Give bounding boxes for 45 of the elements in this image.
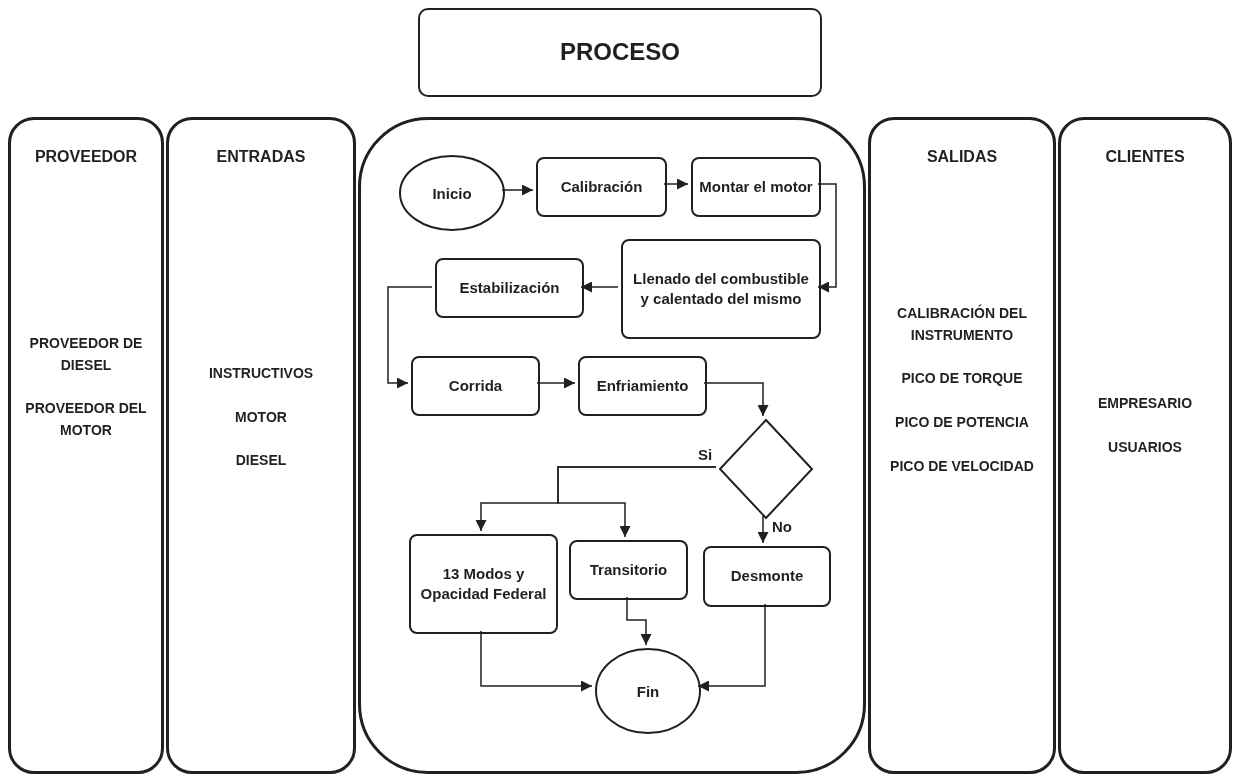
arrow [387, 286, 433, 389]
arrow [580, 281, 619, 293]
process-box: 13 Modos y Opacidad Federal [409, 534, 558, 634]
list-item: EMPRESARIO [1096, 394, 1194, 413]
list-item: USUARIOS [1107, 437, 1183, 457]
edge-label: Si [697, 446, 714, 463]
arrow [817, 183, 837, 293]
list-item: INSTRUCTIVOS [207, 364, 315, 383]
column-panel [8, 117, 164, 774]
arrow [626, 596, 652, 646]
process-box: Llenado del combustible y calentado del mismo [621, 239, 821, 339]
list-item: PROVEEDOR DEL MOTOR [24, 399, 148, 441]
arrow [703, 382, 769, 417]
column-heading: CLIENTES [1104, 148, 1186, 166]
process-box: Enfriamiento [578, 356, 707, 416]
column-panel [868, 117, 1056, 774]
process-box: Desmonte [703, 546, 831, 607]
arrow [757, 515, 769, 544]
list-item: CALIBRACIÓN DEL INSTRUMENTO [896, 303, 1028, 345]
terminal-label: Fin [636, 682, 660, 700]
process-panel [358, 117, 866, 774]
arrow [536, 377, 576, 389]
arrow [557, 466, 717, 538]
arrow [480, 630, 593, 692]
terminal-label: Inicio [432, 184, 472, 202]
process-box: Estabilización [435, 258, 584, 318]
title-box: PROCESO [418, 8, 822, 97]
list-item: PICO DE TORQUE [900, 369, 1024, 389]
arrow [501, 184, 534, 196]
column-heading: PROVEEDOR [33, 148, 139, 166]
column-panel [1058, 117, 1232, 774]
process-box: Transitorio [569, 540, 688, 600]
process-box: Montar el motor [691, 157, 821, 217]
list-item: MOTOR [234, 407, 288, 427]
column-heading: ENTRADAS [215, 148, 307, 166]
column-heading: SALIDAS [925, 148, 999, 166]
arrow [697, 603, 766, 692]
list-item: PROVEEDOR DE DIESEL [28, 334, 144, 375]
process-box: Calibración [536, 157, 667, 217]
process-box: Corrida [411, 356, 540, 416]
list-item: PICO DE POTENCIA [894, 413, 1030, 433]
arrow [663, 178, 689, 190]
list-item: DIESEL [234, 451, 288, 471]
list-item: PICO DE VELOCIDAD [889, 456, 1035, 476]
column-panel [166, 117, 356, 774]
